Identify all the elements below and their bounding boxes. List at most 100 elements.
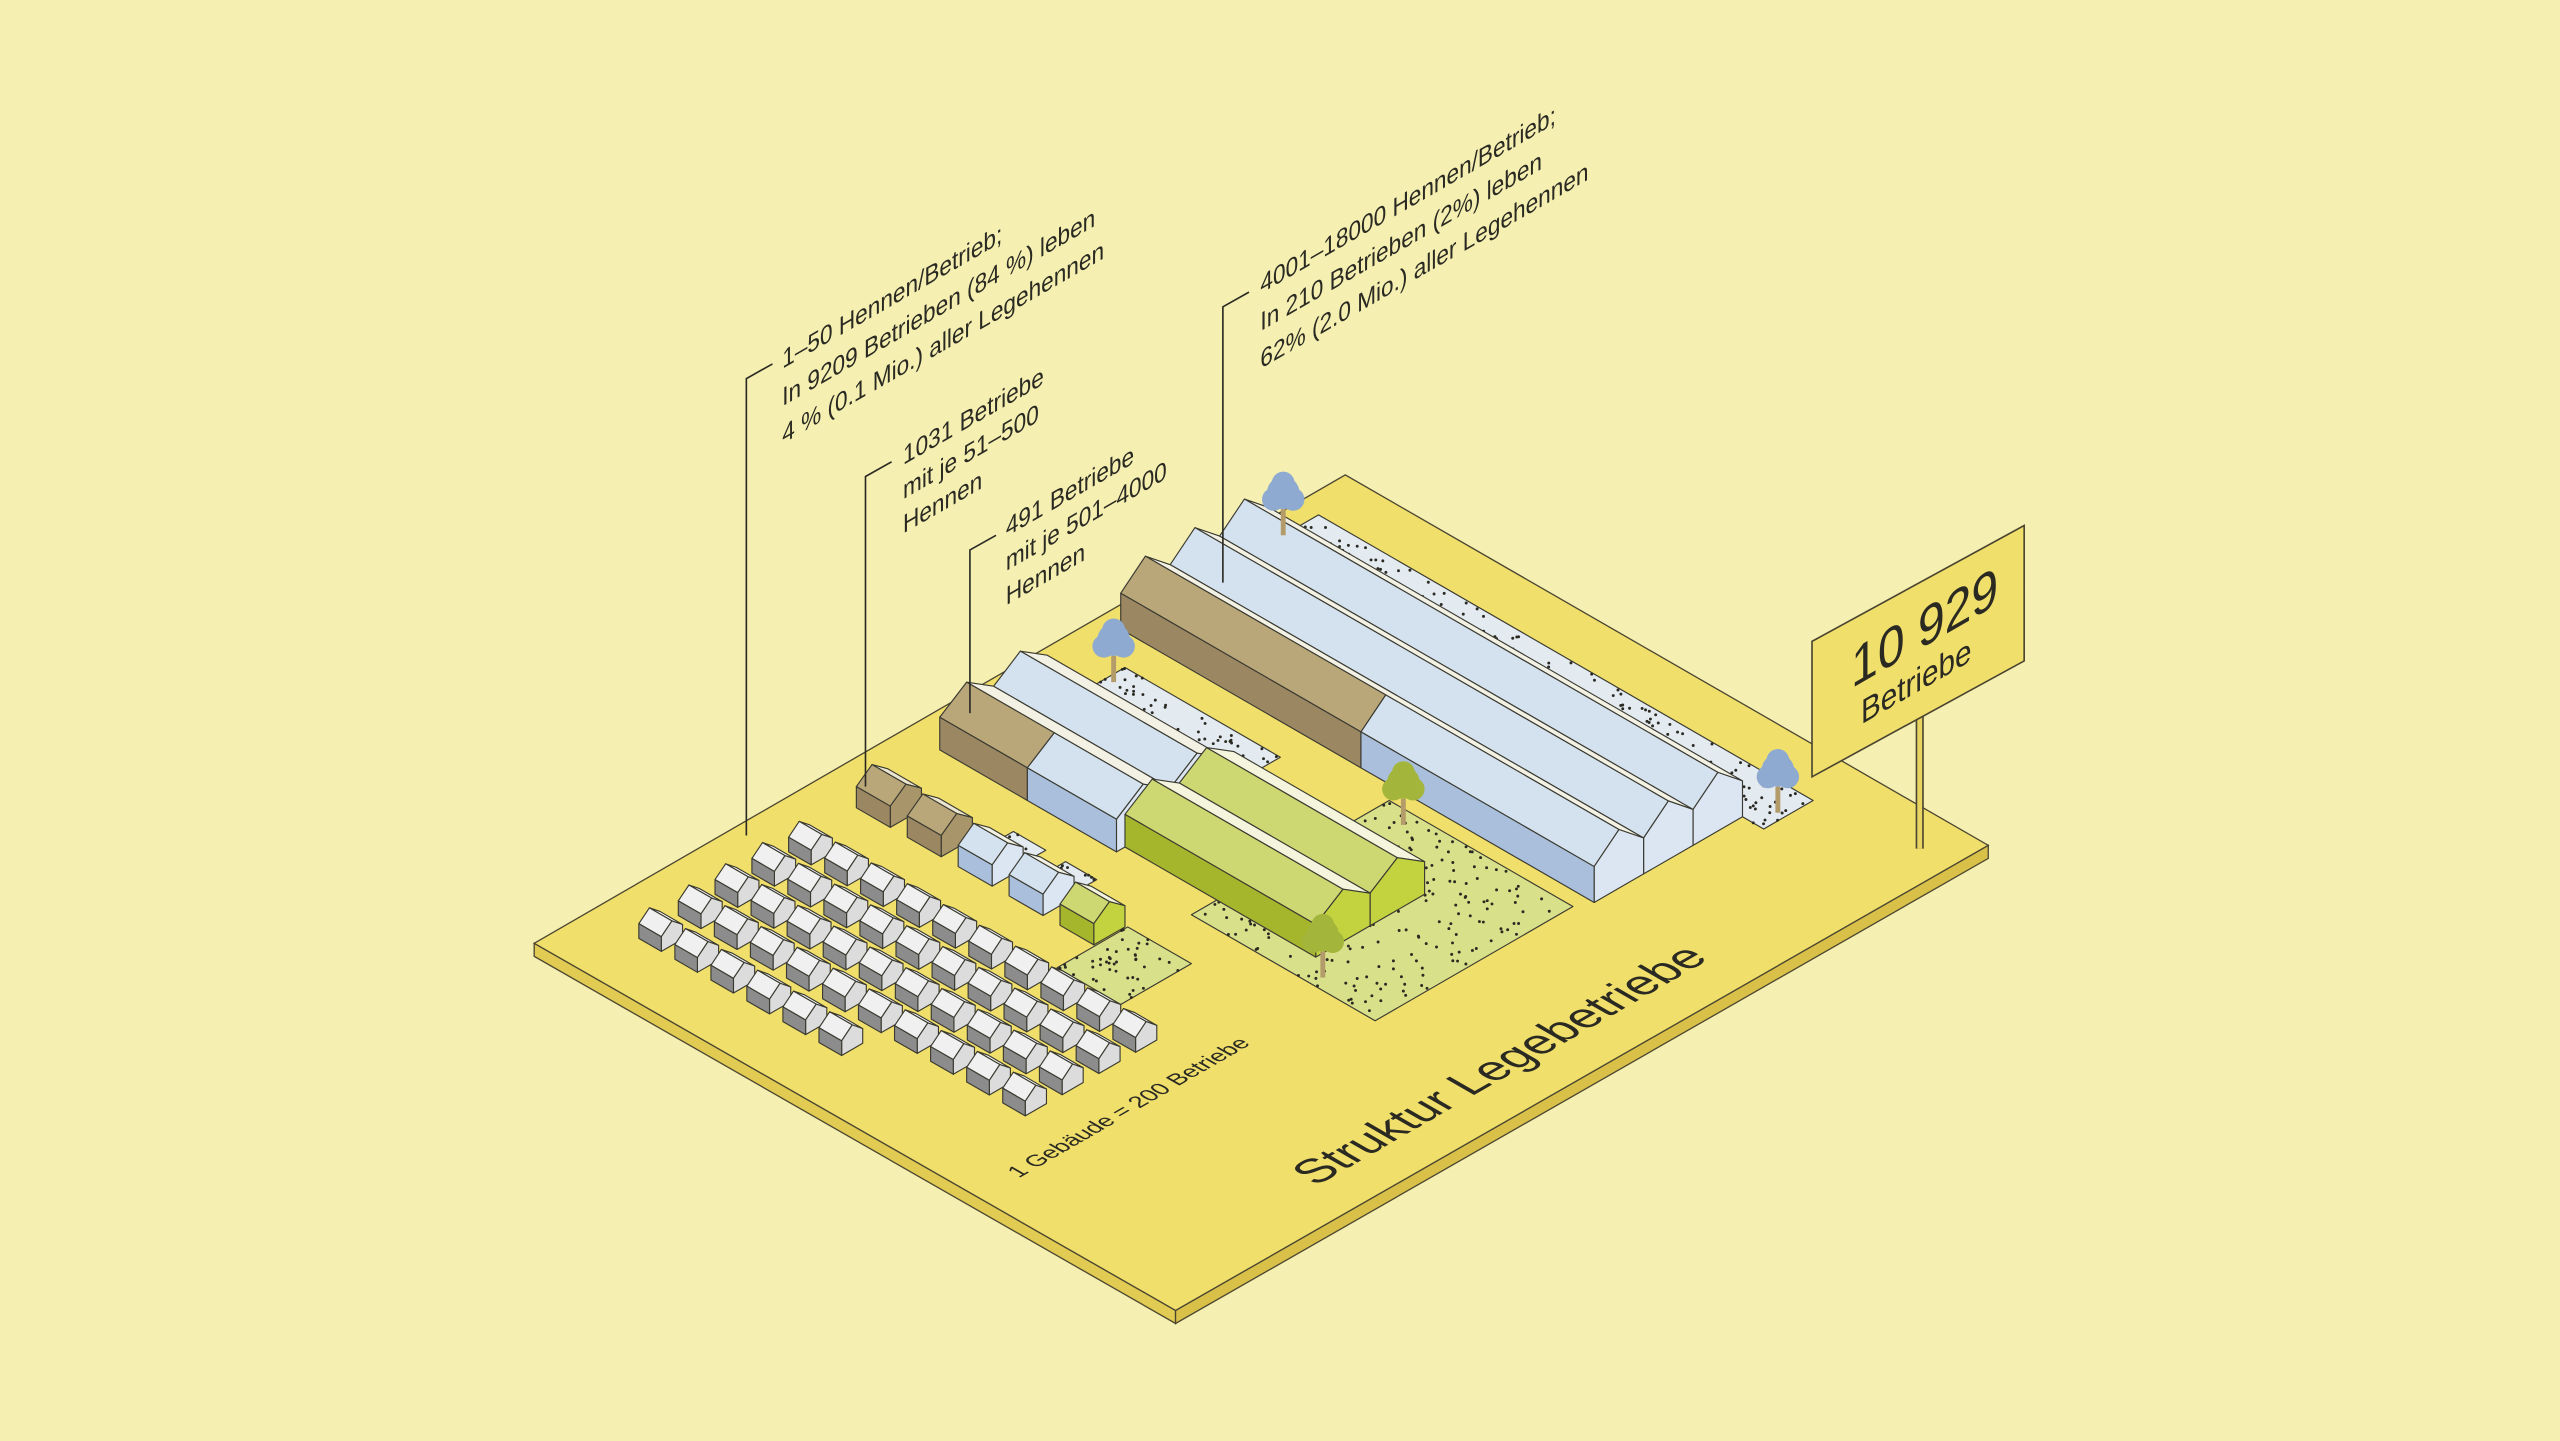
- dot: [1504, 869, 1508, 873]
- dot: [1135, 946, 1139, 950]
- dot: [1128, 992, 1132, 996]
- leader-line-51-500: [864, 461, 892, 787]
- side-wall: [896, 899, 920, 929]
- side-wall: [895, 941, 920, 970]
- dot: [1751, 821, 1755, 825]
- house-1-50: [1039, 1008, 1085, 1054]
- dot: [1266, 760, 1270, 764]
- house-1-50: [930, 1029, 976, 1075]
- dot: [1063, 963, 1067, 967]
- dot: [1513, 900, 1517, 904]
- dot: [1355, 544, 1359, 548]
- dot: [1431, 892, 1435, 896]
- dot: [1115, 960, 1118, 964]
- side-wall: [932, 919, 956, 949]
- dot: [1408, 568, 1412, 572]
- dot: [1149, 704, 1153, 707]
- dot: [1216, 738, 1220, 742]
- dot: [1167, 960, 1171, 964]
- barn-501-4000: [939, 650, 1225, 853]
- dot: [1060, 864, 1064, 868]
- dot: [1410, 953, 1414, 956]
- dot: [1456, 959, 1460, 963]
- dot: [1150, 711, 1154, 715]
- dot: [1226, 932, 1230, 936]
- dot: [1375, 981, 1379, 985]
- dot: [1666, 732, 1670, 736]
- side-wall: [931, 961, 956, 991]
- house-1-50: [857, 988, 903, 1034]
- house-1-50: [894, 967, 940, 1013]
- dot: [1470, 850, 1474, 854]
- dot: [1354, 988, 1358, 992]
- side-wall: [823, 899, 848, 929]
- dot: [1092, 878, 1096, 882]
- dot: [1008, 835, 1012, 839]
- dot: [1091, 959, 1095, 963]
- dot: [1668, 722, 1672, 726]
- dot: [1464, 962, 1468, 966]
- dot: [1506, 928, 1510, 932]
- dot: [1439, 603, 1443, 606]
- dot: [1434, 832, 1438, 836]
- dot: [1611, 694, 1615, 698]
- dot: [1126, 947, 1130, 951]
- dot: [1123, 692, 1127, 696]
- dot: [1481, 920, 1485, 924]
- dot: [1099, 963, 1102, 967]
- dot: [1427, 889, 1431, 893]
- side-wall: [857, 1004, 882, 1034]
- dot: [1225, 916, 1229, 920]
- dot: [1438, 839, 1442, 843]
- house-1-50: [674, 928, 720, 973]
- dot: [1352, 984, 1356, 988]
- dot: [1132, 689, 1136, 693]
- dot: [1404, 928, 1408, 932]
- side-wall: [1360, 731, 1595, 904]
- side-wall: [858, 962, 883, 992]
- dot: [1123, 678, 1127, 682]
- dot: [1494, 868, 1498, 872]
- dot: [1094, 979, 1098, 983]
- dot: [1348, 947, 1352, 951]
- dot: [1134, 957, 1138, 961]
- dot: [1274, 755, 1278, 759]
- dot: [1114, 969, 1118, 973]
- dot: [1490, 902, 1494, 906]
- dot: [1267, 936, 1271, 940]
- house-51-500: [1008, 852, 1075, 917]
- dot: [1435, 945, 1438, 949]
- dot: [1118, 685, 1122, 689]
- dot: [1112, 962, 1116, 966]
- dot: [1249, 922, 1253, 926]
- dot: [1780, 787, 1784, 791]
- dot: [1647, 709, 1651, 713]
- dot: [1346, 960, 1350, 964]
- side-wall: [859, 920, 884, 950]
- dot: [1234, 932, 1238, 936]
- dot: [1262, 928, 1266, 932]
- dot: [1457, 950, 1461, 954]
- side-wall: [894, 983, 919, 1013]
- tree-trunk: [1320, 951, 1326, 978]
- barn-4001-18000: [1120, 498, 1744, 904]
- dot: [1742, 794, 1746, 798]
- dot: [1751, 804, 1755, 808]
- house-51-500: [906, 793, 973, 858]
- house-1-50: [818, 1011, 864, 1057]
- dot: [1120, 667, 1124, 671]
- house-1-50: [967, 966, 1013, 1012]
- side-wall: [1038, 1066, 1063, 1096]
- house-1-50: [1112, 1007, 1158, 1053]
- dot: [1437, 920, 1441, 924]
- dot: [1125, 688, 1129, 692]
- dot: [1364, 546, 1367, 550]
- dot: [1075, 956, 1079, 960]
- house-1-50: [1003, 987, 1049, 1033]
- dot: [1448, 879, 1452, 883]
- dot: [1644, 708, 1648, 712]
- house-1-50: [968, 924, 1014, 970]
- dot: [1382, 803, 1386, 807]
- dot: [1464, 845, 1468, 849]
- trees: [1092, 471, 1800, 978]
